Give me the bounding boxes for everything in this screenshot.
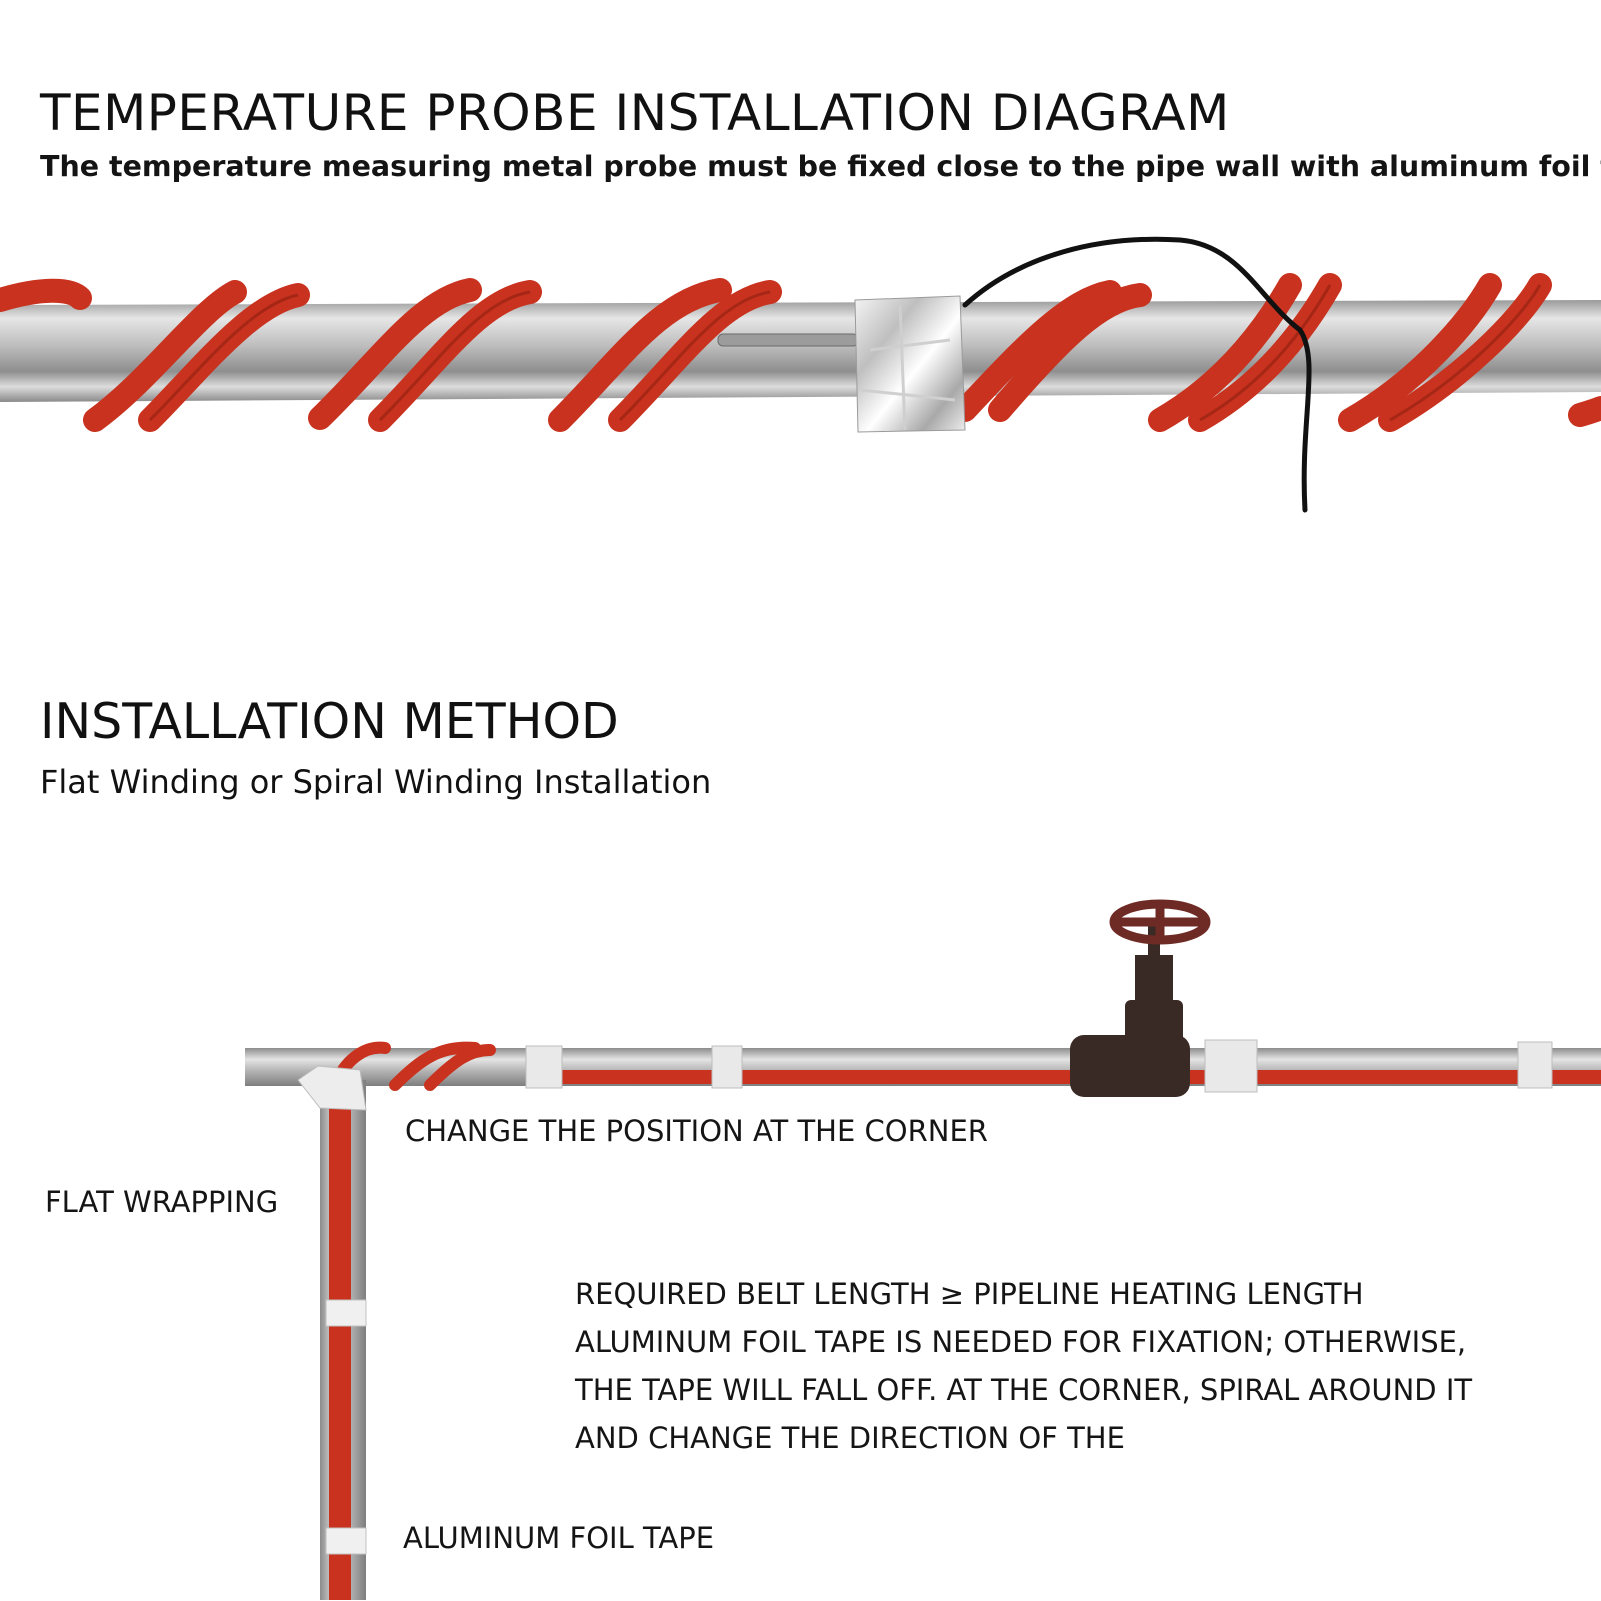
valve (1070, 925, 1190, 1097)
corner-label: CHANGE THE POSITION AT THE CORNER (405, 1114, 988, 1148)
note-line: AND CHANGE THE DIRECTION OF THE (575, 1421, 1125, 1455)
probe-diagram-title: TEMPERATURE PROBE INSTALLATION DIAGRAM (40, 84, 1230, 142)
note-line: THE TAPE WILL FALL OFF. AT THE CORNER, S… (575, 1373, 1473, 1407)
flat-belt-vertical (329, 1100, 351, 1600)
note-line: ALUMINUM FOIL TAPE IS NEEDED FOR FIXATIO… (575, 1325, 1467, 1359)
probe-diagram-subtitle: The temperature measuring metal probe mu… (40, 150, 1601, 183)
probe-pipe-illustration (0, 236, 1601, 513)
installation-pipe-illustration (245, 899, 1601, 1600)
corner-foil-tape (297, 1065, 367, 1111)
installation-notes: REQUIRED BELT LENGTH ≥ PIPELINE HEATING … (575, 1270, 1472, 1462)
probe-wire (962, 236, 1312, 513)
installation-method-title: INSTALLATION METHOD (40, 693, 619, 750)
flat-wrapping-label: FLAT WRAPPING (45, 1185, 279, 1219)
aluminum-foil-tape-label: ALUMINUM FOIL TAPE (403, 1521, 715, 1555)
foil-tape-pieces-vertical (325, 1299, 367, 1555)
installation-method-subtitle: Flat Winding or Spiral Winding Installat… (40, 763, 712, 801)
foil-tape-band (854, 295, 966, 433)
valve-handwheel (1109, 899, 1211, 945)
foil-tape-pieces-horizontal (525, 1039, 1553, 1093)
note-line: REQUIRED BELT LENGTH ≥ PIPELINE HEATING … (575, 1277, 1364, 1311)
probe-rod (717, 333, 859, 347)
